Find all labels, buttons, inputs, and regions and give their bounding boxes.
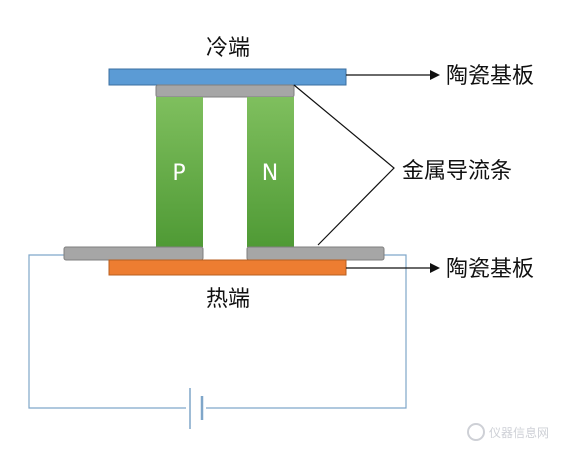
p-leg-label: P <box>172 161 185 186</box>
watermark-logo-icon <box>467 423 485 441</box>
hot-end-label: 热端 <box>206 287 250 312</box>
circuit-wire <box>28 254 407 409</box>
watermark: 仪器信息网 <box>467 423 549 441</box>
top-ceramic-plate <box>108 68 347 86</box>
metal-strip-label: 金属导流条 <box>402 159 512 184</box>
metal-strip-callout <box>293 84 395 246</box>
p-type-leg <box>156 97 203 247</box>
top-metal-strip <box>155 84 295 98</box>
n-type-leg <box>247 97 294 247</box>
top-ceramic-label: 陶瓷基板 <box>446 64 534 89</box>
watermark-text: 仪器信息网 <box>489 425 549 440</box>
bottom-ceramic-plate <box>108 259 347 276</box>
n-leg-label: N <box>262 161 278 186</box>
bottom-ceramic-label: 陶瓷基板 <box>446 257 534 282</box>
cold-end-label: 冷端 <box>206 36 250 61</box>
bottom-metal-strip-left <box>63 246 204 261</box>
bottom-metal-strip-right <box>246 246 385 261</box>
